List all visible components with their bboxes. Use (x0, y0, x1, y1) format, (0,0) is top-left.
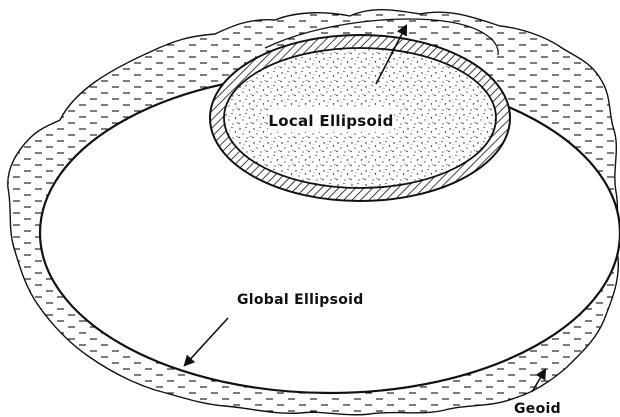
global-ellipsoid-label: Global Ellipsoid (237, 292, 364, 308)
local-ellipsoid-label: Local Ellipsoid (268, 112, 393, 130)
geoid-label: Geoid (514, 401, 561, 417)
